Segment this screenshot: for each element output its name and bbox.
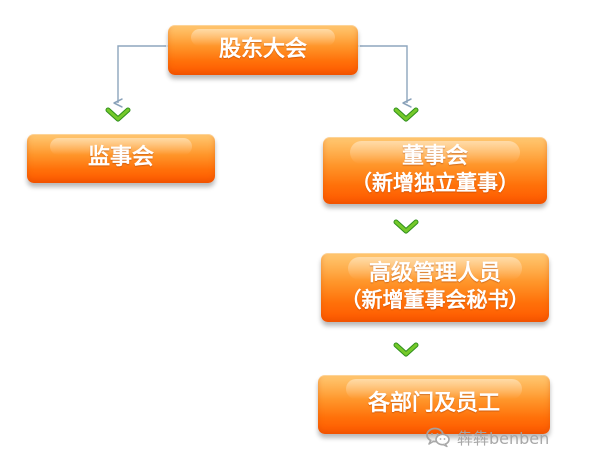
node-supervisory-board: 监事会: [27, 134, 215, 183]
node-shareholders-meeting: 股东大会: [168, 25, 358, 75]
node-senior-management: 高级管理人员 （新增董事会秘书）: [321, 253, 549, 322]
node-sublabel: （新增独立董事）: [351, 171, 519, 196]
watermark: 犇犇benben: [425, 424, 549, 450]
node-label: 股东大会: [218, 36, 307, 62]
green-chevron-icon: [105, 107, 131, 122]
connector-to-supervisory-board: [113, 45, 170, 108]
watermark-text: 犇犇benben: [457, 429, 550, 448]
connector-to-board-of-directors: [355, 45, 412, 108]
node-sublabel: （新增董事会秘书）: [340, 288, 530, 313]
green-chevron-icon: [393, 107, 419, 122]
node-label: 董事会: [401, 144, 468, 170]
node-label: 高级管理人员: [368, 261, 501, 287]
green-chevron-icon: [393, 342, 419, 357]
node-label: 监事会: [87, 145, 154, 171]
node-board-of-directors: 董事会 （新增独立董事）: [323, 137, 547, 204]
node-departments-staff: 各部门及员工: [318, 375, 550, 434]
green-chevron-icon: [393, 219, 419, 234]
node-label: 各部门及员工: [367, 391, 500, 417]
wechat-icon: [426, 427, 450, 448]
